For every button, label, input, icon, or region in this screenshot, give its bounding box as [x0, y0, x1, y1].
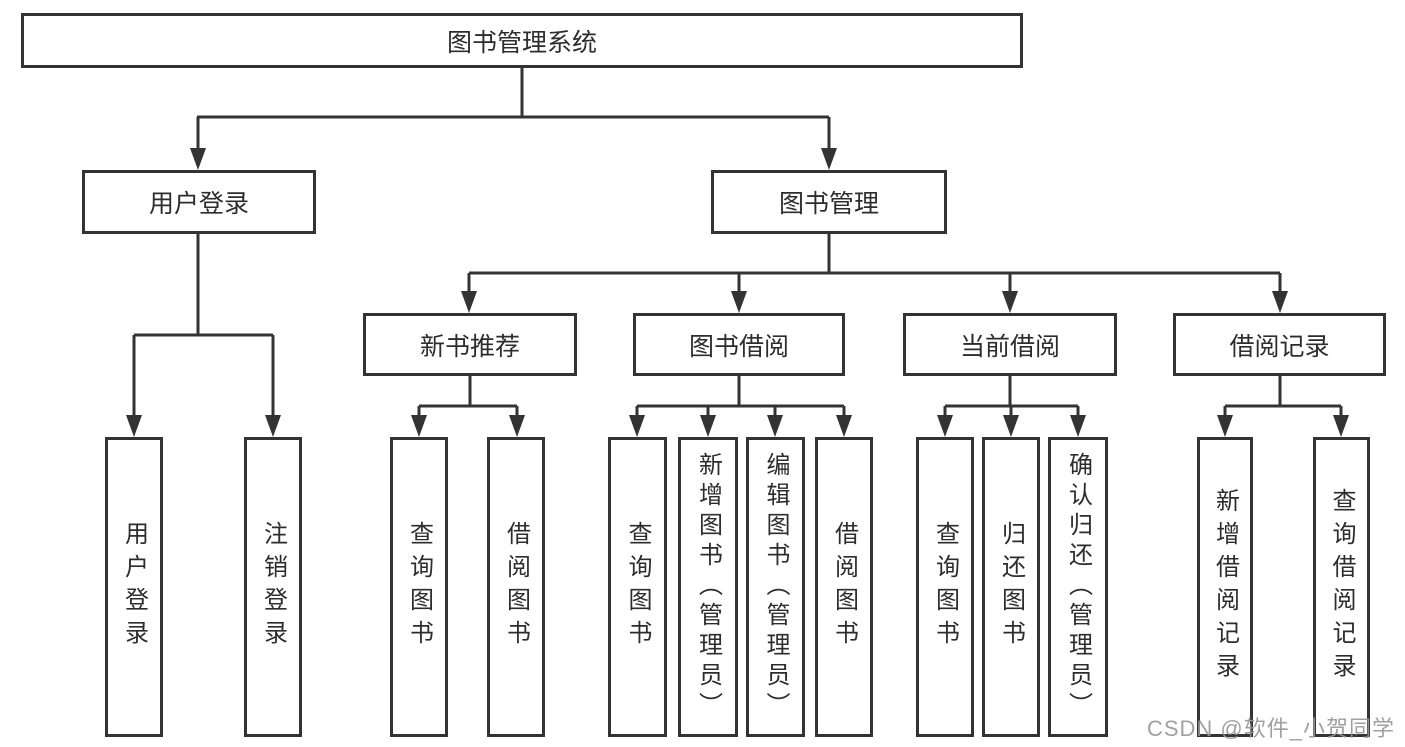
- node-label: 借阅图书: [502, 521, 530, 653]
- node-label: 确认归还（管理员）: [1064, 452, 1092, 722]
- node-query-books-1: 查询图书: [390, 437, 448, 737]
- node-label: 查询图书: [405, 521, 433, 653]
- node-label: 借阅记录: [1229, 332, 1330, 361]
- connector-book-mgmt: [467, 234, 1282, 295]
- connector-new-book: [417, 376, 519, 420]
- node-book-borrow: 图书借阅: [633, 313, 845, 376]
- node-label: 查询借阅记录: [1328, 488, 1355, 686]
- connector-root: [196, 68, 831, 152]
- node-label: 新书推荐: [419, 332, 520, 361]
- node-label: 编辑图书（管理员）: [762, 452, 789, 722]
- node-borrow-books-1: 借阅图书: [487, 437, 545, 737]
- node-book-management: 图书管理: [711, 170, 947, 234]
- node-user-login-action: 用户登录: [105, 437, 163, 737]
- node-label: 用户登录: [120, 521, 148, 653]
- node-label: 新增借阅记录: [1211, 488, 1239, 686]
- node-label: 用户登录: [148, 190, 249, 218]
- connector-current-borrow: [943, 376, 1080, 420]
- node-add-book-admin: 新增图书（管理员）: [678, 437, 738, 737]
- node-label: 新增图书（管理员）: [694, 452, 722, 722]
- node-root: 图书管理系统: [21, 13, 1023, 68]
- node-new-book-recommend: 新书推荐: [363, 313, 577, 376]
- node-label: 注销登录: [259, 521, 287, 653]
- connector-book-borrow: [635, 376, 846, 420]
- node-label: 图书管理: [778, 190, 879, 218]
- watermark: CSDN @软件_小贺同学: [1146, 716, 1395, 741]
- node-current-borrow: 当前借阅: [903, 313, 1117, 376]
- node-query-books-2: 查询图书: [608, 437, 667, 737]
- node-add-borrow-record: 新增借阅记录: [1197, 437, 1253, 737]
- node-query-borrow-record: 查询借阅记录: [1313, 437, 1370, 737]
- node-confirm-return-admin: 确认归还（管理员）: [1048, 437, 1108, 737]
- node-label: 当前借阅: [959, 332, 1060, 361]
- connector-user-login: [132, 234, 275, 420]
- node-query-books-3: 查询图书: [916, 437, 974, 737]
- node-return-books: 归还图书: [982, 437, 1040, 737]
- node-label: 查询图书: [931, 521, 959, 653]
- node-label: 查询图书: [624, 521, 651, 653]
- node-user-login: 用户登录: [82, 170, 316, 234]
- node-label: 图书借阅: [688, 332, 789, 361]
- connector-borrow-records: [1223, 376, 1343, 420]
- node-edit-book-admin: 编辑图书（管理员）: [746, 437, 805, 737]
- node-logout: 注销登录: [244, 437, 302, 737]
- node-borrow-books-2: 借阅图书: [815, 437, 873, 737]
- node-label: 归还图书: [997, 521, 1025, 653]
- node-label: 图书管理系统: [446, 28, 597, 57]
- node-label: 借阅图书: [830, 521, 858, 653]
- node-borrow-records: 借阅记录: [1173, 313, 1386, 376]
